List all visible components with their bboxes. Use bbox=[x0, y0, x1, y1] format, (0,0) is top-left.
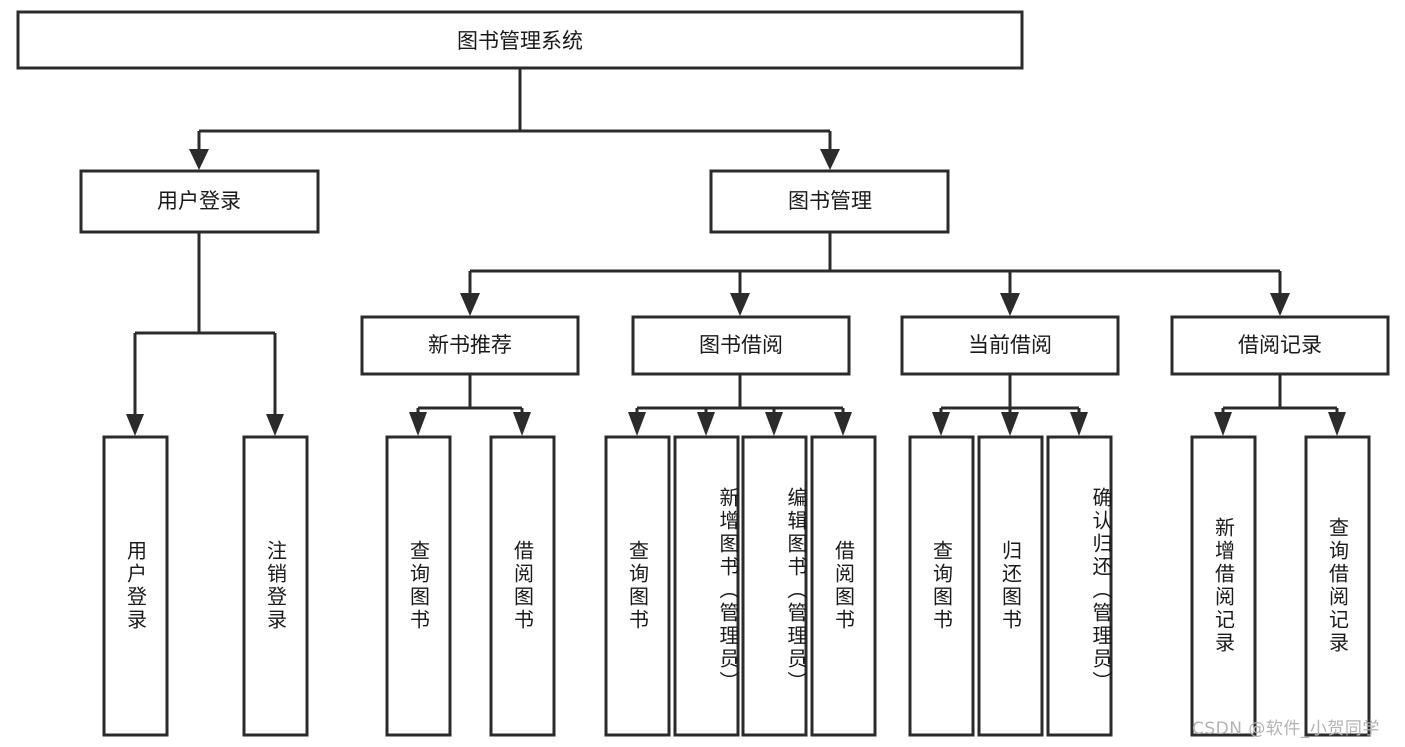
node-borrow-record-box[interactable] bbox=[1170, 315, 1390, 376]
leaf-box-add-record[interactable] bbox=[1190, 435, 1257, 737]
connector-group-book-manage-to-level3 bbox=[460, 233, 1290, 316]
node-root-box[interactable] bbox=[16, 10, 1024, 70]
node-new-book-rec-label: 新书推荐 bbox=[428, 333, 512, 357]
arrow-to-borrow-record bbox=[1270, 293, 1290, 316]
csdn-watermark: CSDN @软件_小贺同学 bbox=[1192, 719, 1380, 739]
arrow-to-leaf-borrow-book-2 bbox=[834, 412, 852, 436]
leaf-box-return-book[interactable] bbox=[977, 435, 1044, 737]
arrow-to-leaf-edit-book bbox=[765, 412, 783, 436]
arrow-to-leaf-user-logout bbox=[266, 414, 284, 436]
node-book-borrow[interactable]: 图书借阅 bbox=[631, 315, 851, 376]
arrow-to-leaf-add-book bbox=[697, 412, 715, 436]
leaf-box-query-book-2[interactable] bbox=[604, 435, 671, 737]
leaf-box-user-logout[interactable] bbox=[242, 435, 309, 737]
leaf-box-query-book-1[interactable] bbox=[385, 435, 452, 737]
leaf-box-user-login[interactable] bbox=[102, 435, 169, 737]
connector-group-book-borrow-to-leaves bbox=[628, 375, 852, 436]
arrow-to-book-manage bbox=[820, 149, 840, 170]
arrow-to-leaf-query-book-2 bbox=[628, 412, 646, 436]
arrow-to-current-borrow bbox=[1000, 293, 1020, 316]
node-current-borrow-box[interactable] bbox=[900, 315, 1120, 376]
connector-group-user-login-to-leaves bbox=[126, 232, 284, 436]
leaf-box-query-book-3[interactable] bbox=[908, 435, 975, 737]
connector-group-root-to-level2 bbox=[189, 69, 840, 170]
connector-group-borrow-record-to-leaves bbox=[1214, 375, 1346, 436]
node-book-borrow-label: 图书借阅 bbox=[699, 333, 783, 357]
connector-group-new-book-rec-to-leaves bbox=[409, 375, 531, 436]
leaf-box-add-book[interactable] bbox=[673, 435, 740, 737]
node-current-borrow-label: 当前借阅 bbox=[968, 333, 1052, 357]
leaf-box-group bbox=[102, 435, 1371, 737]
node-user-login[interactable]: 用户登录 bbox=[79, 169, 320, 234]
arrow-to-user-login bbox=[189, 149, 209, 170]
node-book-manage-box[interactable] bbox=[709, 169, 950, 234]
arrow-to-leaf-confirm-return bbox=[1070, 412, 1088, 436]
node-user-login-label: 用户登录 bbox=[157, 189, 241, 213]
leaf-box-borrow-book-1[interactable] bbox=[489, 435, 556, 737]
leaf-box-edit-book[interactable] bbox=[741, 435, 808, 737]
arrow-to-leaf-return-book bbox=[1001, 412, 1019, 436]
node-book-borrow-box[interactable] bbox=[631, 315, 851, 376]
node-book-manage-label: 图书管理 bbox=[788, 189, 872, 213]
arrow-to-new-book-rec bbox=[460, 293, 480, 316]
node-borrow-record-label: 借阅记录 bbox=[1238, 333, 1322, 357]
node-current-borrow[interactable]: 当前借阅 bbox=[900, 315, 1120, 376]
leaf-box-confirm-return[interactable] bbox=[1046, 435, 1113, 737]
node-user-login-box[interactable] bbox=[79, 169, 320, 234]
node-new-book-rec[interactable]: 新书推荐 bbox=[360, 315, 580, 376]
leaf-box-borrow-book-2[interactable] bbox=[810, 435, 877, 737]
connector-group-current-borrow-to-leaves bbox=[932, 375, 1088, 436]
node-new-book-rec-box[interactable] bbox=[360, 315, 580, 376]
arrow-to-leaf-user-login bbox=[126, 414, 144, 436]
node-borrow-record[interactable]: 借阅记录 bbox=[1170, 315, 1390, 376]
arrow-to-book-borrow bbox=[730, 293, 750, 316]
arrow-to-leaf-query-book-3 bbox=[932, 412, 950, 436]
leaf-box-query-record[interactable] bbox=[1304, 435, 1371, 737]
arrow-to-leaf-add-record bbox=[1214, 412, 1232, 436]
node-root[interactable]: 图书管理系统 bbox=[16, 10, 1024, 70]
arrow-to-leaf-query-record bbox=[1328, 412, 1346, 436]
node-book-manage[interactable]: 图书管理 bbox=[709, 169, 950, 234]
arrow-to-leaf-borrow-book-1 bbox=[513, 412, 531, 436]
arrow-to-leaf-query-book-1 bbox=[409, 412, 427, 436]
node-root-label: 图书管理系统 bbox=[457, 29, 583, 53]
